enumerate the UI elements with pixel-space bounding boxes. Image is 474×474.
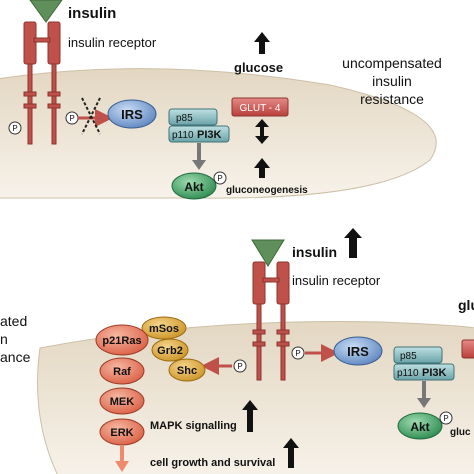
bottom-panel: ated n ance insulin insulin receptor P P <box>0 228 474 474</box>
irs-node-2 <box>333 336 383 366</box>
insulin-label-2: insulin <box>292 244 337 260</box>
akt-phospho: P <box>213 171 227 185</box>
svg-text:p110: p110 <box>172 130 194 141</box>
status-line-3: resistance <box>360 91 424 107</box>
erk-node <box>99 418 145 446</box>
phospho-left: P <box>8 121 22 135</box>
insulin-receptor-label-2: insulin receptor <box>292 273 381 288</box>
p21ras-node <box>95 324 149 356</box>
akt-phospho-2: P <box>439 411 453 425</box>
glucose-label: glucose <box>234 60 283 75</box>
status-line-1: uncompensated <box>342 55 442 71</box>
svg-text:Grb2: Grb2 <box>157 345 183 357</box>
svg-text:P: P <box>12 124 17 133</box>
pi3k-box <box>168 125 230 143</box>
svg-text:Shc: Shc <box>177 365 197 377</box>
insulin-label: insulin <box>68 5 116 22</box>
svg-text:ERK: ERK <box>110 427 133 439</box>
mapk-label: MAPK signalling <box>150 420 237 432</box>
partial-right-top: glu <box>458 297 474 313</box>
top-panel: insulin insulin receptor P P <box>0 0 442 200</box>
gluconeogenesis-label: gluconeogenesis <box>226 185 308 196</box>
growth-up-arrow <box>283 438 299 468</box>
pi3k-to-akt-arrow <box>192 143 206 170</box>
growth-label: cell growth and survival <box>150 457 275 469</box>
svg-text:Raf: Raf <box>113 366 131 378</box>
akt-node-2 <box>397 412 443 440</box>
mek-node <box>99 387 145 415</box>
phospho-right-2: P <box>291 346 305 360</box>
pi3k-to-akt-arrow-2 <box>417 381 431 408</box>
glut4-box-2-partial <box>461 339 474 359</box>
svg-text:mSos: mSos <box>149 323 179 335</box>
p85-box-2 <box>393 346 443 364</box>
svg-text:P: P <box>217 174 222 183</box>
partial-left-2: n <box>0 331 8 347</box>
glucose-up-arrow <box>254 32 270 54</box>
svg-text:P: P <box>295 349 300 358</box>
p85-box <box>168 108 218 126</box>
svg-text:GLUT - 4: GLUT - 4 <box>240 103 281 114</box>
phospho-right: P <box>65 111 79 125</box>
insulin-receptor <box>23 21 61 145</box>
insulin-up-arrow <box>344 228 362 258</box>
gluconeogenesis-up-arrow <box>254 158 270 178</box>
svg-text:P: P <box>237 362 242 371</box>
partial-left-3: ance <box>0 349 31 365</box>
status-line-2: insulin <box>372 73 412 89</box>
partial-left-1: ated <box>0 313 27 329</box>
glut4-box <box>231 97 289 117</box>
akt-node <box>171 172 217 200</box>
phospho-left-2: P <box>233 359 247 373</box>
svg-text:PI3K: PI3K <box>197 129 222 141</box>
svg-text:p85: p85 <box>176 113 193 124</box>
irs-label: IRS <box>121 107 143 122</box>
pi3k-box-2 <box>393 363 455 381</box>
block-x-icon <box>81 97 101 135</box>
erk-down-arrow <box>115 446 129 472</box>
insulin-triangle-2 <box>251 239 285 267</box>
gluco-partial: gluc <box>450 427 471 438</box>
insulin-receptor-2 <box>252 261 290 381</box>
svg-text:P: P <box>69 114 74 123</box>
insulin-triangle <box>29 0 63 23</box>
shc-node <box>168 358 206 382</box>
svg-text:P: P <box>443 414 448 423</box>
svg-text:p85: p85 <box>400 351 417 362</box>
svg-text:IRS: IRS <box>347 344 369 359</box>
svg-text:PI3K: PI3K <box>422 367 447 379</box>
svg-text:p110: p110 <box>397 368 419 379</box>
insulin-receptor-label: insulin receptor <box>68 35 157 50</box>
svg-text:Akt: Akt <box>184 180 203 194</box>
irs-node <box>107 99 157 129</box>
glut4-double-arrow <box>255 119 269 144</box>
svg-text:p21Ras: p21Ras <box>102 335 141 347</box>
msos-node <box>141 316 187 340</box>
raf-node <box>99 357 145 385</box>
svg-text:MEK: MEK <box>110 396 135 408</box>
mapk-up-arrow <box>242 400 258 432</box>
svg-text:Akt: Akt <box>410 420 429 434</box>
